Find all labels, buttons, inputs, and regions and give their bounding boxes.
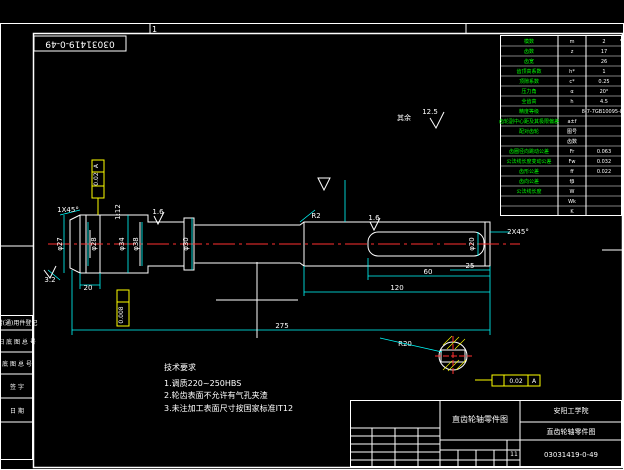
title-sheet-no: 11 [510, 451, 518, 458]
dim-length-60: 60 [424, 268, 433, 276]
gear-table-value-11: 0.063 [597, 149, 611, 155]
left-label-column: 借(通)用件登记 旧 底 图 总 号 底 图 总 号 签 字 日 期 [0, 315, 37, 460]
gear-table-symbol-11: Fr [570, 149, 576, 155]
title-drawing-title: 直齿轮轴零件图 [452, 414, 508, 424]
gear-table-name-9: 配对齿轮 [519, 128, 539, 135]
gear-table-symbol-0: m [570, 39, 575, 45]
gear-table-symbol-17: K [570, 209, 574, 215]
gear-table-symbol-5: α [570, 89, 574, 95]
gear-table-value-0: 2 [602, 39, 605, 45]
gear-table-symbol-6: h [570, 99, 573, 105]
gear-table-name-8: 齿轮副中心距及其极限偏差 [499, 118, 559, 125]
gear-table-symbol-14: fβ [570, 179, 575, 185]
gear-table-name-6: 全齿高 [521, 98, 536, 105]
dim-radius: R2 [311, 212, 320, 220]
gear-table-symbol-8: a±f [567, 119, 576, 125]
dimension-lines [47, 180, 510, 335]
dim-roughness-16b: 1.6 [368, 214, 380, 222]
gear-table-name-14: 齿向公差 [519, 178, 539, 185]
title-block [350, 400, 622, 467]
dim-roughness-32: 3.2 [44, 276, 55, 284]
dim-dia-28: φ28 [90, 237, 98, 251]
dim-dia-38: φ38 [132, 237, 140, 251]
dim-chamfer-left: 1X45° [57, 206, 79, 214]
gear-table-symbol-3: h* [569, 69, 575, 75]
gear-table-symbol-15: W [570, 189, 575, 195]
tech-req-item-1: 1.调质220~250HBS [164, 378, 241, 388]
tolerance-left-datum: A [93, 163, 100, 168]
gear-table-value-2: 26 [601, 59, 607, 65]
gear-table-symbol-4: c* [569, 79, 575, 85]
gear-table-name-5: 压力角 [521, 88, 536, 95]
dim-dia-34: φ34 [118, 237, 126, 251]
zone-mark: 1 [152, 25, 157, 34]
left-label-4: 日 期 [10, 407, 24, 415]
technical-requirements: 技术要求 1.调质220~250HBS 2.轮齿表面不允许有气孔夹渣 3.未注加… [164, 362, 293, 413]
tech-req-item-3: 3.未注加工表面尺寸按国家标准IT12 [164, 403, 293, 413]
section-view [379, 335, 472, 376]
gear-table-value-7: 8-7-7GB10095-88 [582, 109, 624, 115]
dim-dia-20: φ20 [468, 237, 476, 251]
dim-length-25: 25 [466, 262, 475, 270]
dim-dia-30: φ30 [182, 237, 190, 251]
gear-table-value-3: 1 [602, 69, 605, 75]
drawing-number-top-box: 03031419-0-49 [33, 35, 127, 52]
gear-table-name-11: 齿圈径向跳动公差 [509, 148, 549, 155]
tech-req-heading: 技术要求 [164, 362, 196, 372]
tolerance-right-value: 0.02 [509, 378, 523, 385]
tolerance-frames [91, 159, 541, 387]
left-label-3: 签 字 [10, 383, 24, 391]
gear-table-value-4: 0.25 [598, 79, 609, 85]
gear-table-value-13: 0.022 [597, 169, 611, 175]
gear-table-value-12: 0.032 [597, 159, 611, 165]
gear-table-symbol-12: Fw [569, 159, 576, 165]
dimension-text: 275 120 60 25 20 1X45° 2X45° 1:12 R2 φ27… [44, 108, 528, 348]
gear-table-name-12: 公法线长度变动公差 [506, 158, 551, 165]
tolerance-mid-value: 0.008 [118, 306, 125, 323]
drawing-number-top: 03031419-0-49 [45, 39, 115, 49]
crosshair-cursor [216, 262, 298, 338]
dim-roughness-16a: 1.6 [152, 208, 164, 216]
dim-dia-27: φ27 [56, 237, 64, 251]
gear-table-name-3: 齿顶高系数 [516, 68, 541, 75]
roughness-symbols [43, 111, 445, 279]
gear-table-name-13: 齿形公差 [519, 168, 539, 175]
title-block-text: 直齿轮轴零件图 安阳工学院 直齿轮轴零件图 11 03031419-0-49 [452, 406, 598, 459]
gear-table-value-6: 4.5 [600, 99, 608, 105]
gear-table-symbol-13: ff [570, 169, 574, 175]
dim-overall-length: 275 [275, 322, 288, 330]
dim-roughness-other: 其余 [397, 113, 411, 122]
gear-table-name-1: 齿数 [524, 48, 534, 55]
gear-table-name-2: 齿宽 [524, 58, 534, 65]
datum-symbol [317, 177, 331, 192]
dim-roughness-main: 12.5 [422, 108, 438, 116]
gear-table-symbol-16: Wk [568, 199, 576, 205]
left-label-0: 借(通)用件登记 [0, 319, 37, 327]
gear-parameter-table: 模数 m 2 齿数 z 17 齿宽 26 齿顶高系数 h* 1 顶隙系数 c* 0.25 压力角 α 20° 全齿… [499, 35, 624, 216]
dim-length-20: 20 [84, 284, 93, 292]
drawing-number-bottom: 03031419-0-49 [544, 451, 598, 459]
tolerance-text: 0.02 A 0.008 0.02 A [93, 163, 537, 385]
dim-slope: 1:12 [114, 204, 122, 220]
gear-table-name-4: 顶隙系数 [519, 78, 539, 85]
gear-table-value-1: 17 [601, 49, 607, 55]
gear-table-symbol-10: 齿数 [567, 138, 577, 145]
dim-chamfer-right: 2X45° [507, 228, 529, 236]
gear-table-symbol-9: 图号 [567, 129, 577, 135]
gear-table-value-5: 20° [600, 89, 609, 95]
gear-table-name-15: 公法线长度 [516, 188, 541, 195]
tech-req-item-2: 2.轮齿表面不允许有气孔夹渣 [164, 390, 268, 400]
left-label-2: 底 图 总 号 [2, 360, 32, 368]
gear-table-name-7: 精度等级 [519, 108, 539, 115]
dim-length-120: 120 [390, 284, 403, 292]
tolerance-right-datum: A [532, 378, 537, 385]
title-school: 安阳工学院 [554, 406, 589, 415]
gear-table-symbol-1: z [571, 49, 574, 55]
left-label-1: 旧 底 图 总 号 [0, 338, 36, 346]
tolerance-left-value: 0.02 [93, 172, 100, 186]
title-subtitle: 直齿轮轴零件图 [547, 427, 596, 436]
gear-table-name-0: 模数 [524, 38, 534, 45]
